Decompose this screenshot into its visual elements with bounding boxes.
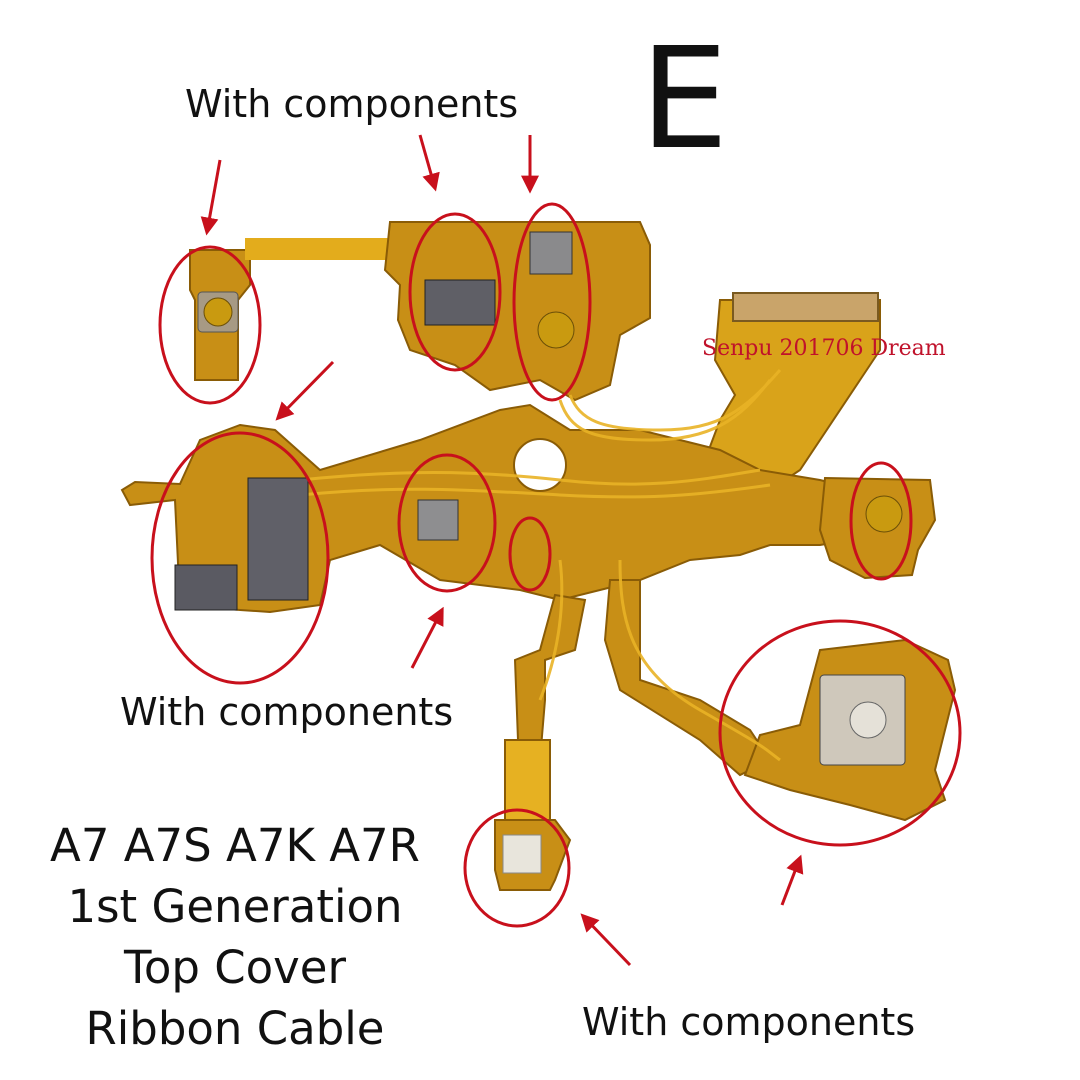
center-hole <box>513 438 567 492</box>
arrow-led <box>580 913 632 967</box>
flex-board <box>120 221 957 891</box>
highlight-circle-connector <box>408 212 502 372</box>
product-type: Ribbon Cable <box>85 1002 385 1055</box>
top-strip <box>245 238 405 260</box>
led-component <box>502 834 542 874</box>
connector-3 <box>174 564 238 611</box>
callout-label-middle: With components <box>120 690 454 734</box>
highlight-circles <box>150 202 962 928</box>
components <box>174 231 906 874</box>
connector-2 <box>247 477 309 601</box>
arrow-top-left <box>200 159 222 236</box>
mode-dial-knob <box>849 701 887 739</box>
lower-right-arm <box>603 579 772 777</box>
product-part: Top Cover <box>123 941 346 994</box>
callout-label-top: With components <box>185 82 519 126</box>
highlight-circle-switch <box>512 202 592 402</box>
connector-1 <box>424 279 496 326</box>
variant-letter: E <box>640 18 729 181</box>
callout-label-bottom: With components <box>582 1000 916 1044</box>
lower-strip <box>504 739 551 821</box>
product-description: A7 A7S A7K A7R 1st Generation Top Cover … <box>30 815 440 1059</box>
switch-3 <box>417 499 459 541</box>
callout-arrows <box>200 134 804 967</box>
highlight-circle-mode-dial <box>718 619 962 847</box>
arrow-left-board <box>275 360 335 421</box>
highlight-circle-center-switch <box>397 453 497 593</box>
switch-2 <box>529 231 573 275</box>
product-models: A7 A7S A7K A7R <box>50 819 420 872</box>
copper-traces <box>299 369 782 762</box>
highlight-circle-left-board <box>150 431 330 685</box>
arrow-mode-dial <box>780 854 804 906</box>
tactile-button-3 <box>865 495 903 533</box>
highlight-circle-small <box>508 516 552 592</box>
highlight-circle-right-tab <box>849 461 913 581</box>
tactile-button-2 <box>537 311 575 349</box>
tactile-button-1 <box>203 297 233 327</box>
arrow-center-switch <box>410 606 444 669</box>
highlight-circle-led <box>463 808 571 928</box>
product-generation: 1st Generation <box>67 880 403 933</box>
highlight-circle-top-left <box>158 245 262 405</box>
watermark: Senpu 201706 Dream <box>702 336 946 361</box>
connector-pins <box>732 292 879 322</box>
arrow-top-connector <box>418 134 440 192</box>
